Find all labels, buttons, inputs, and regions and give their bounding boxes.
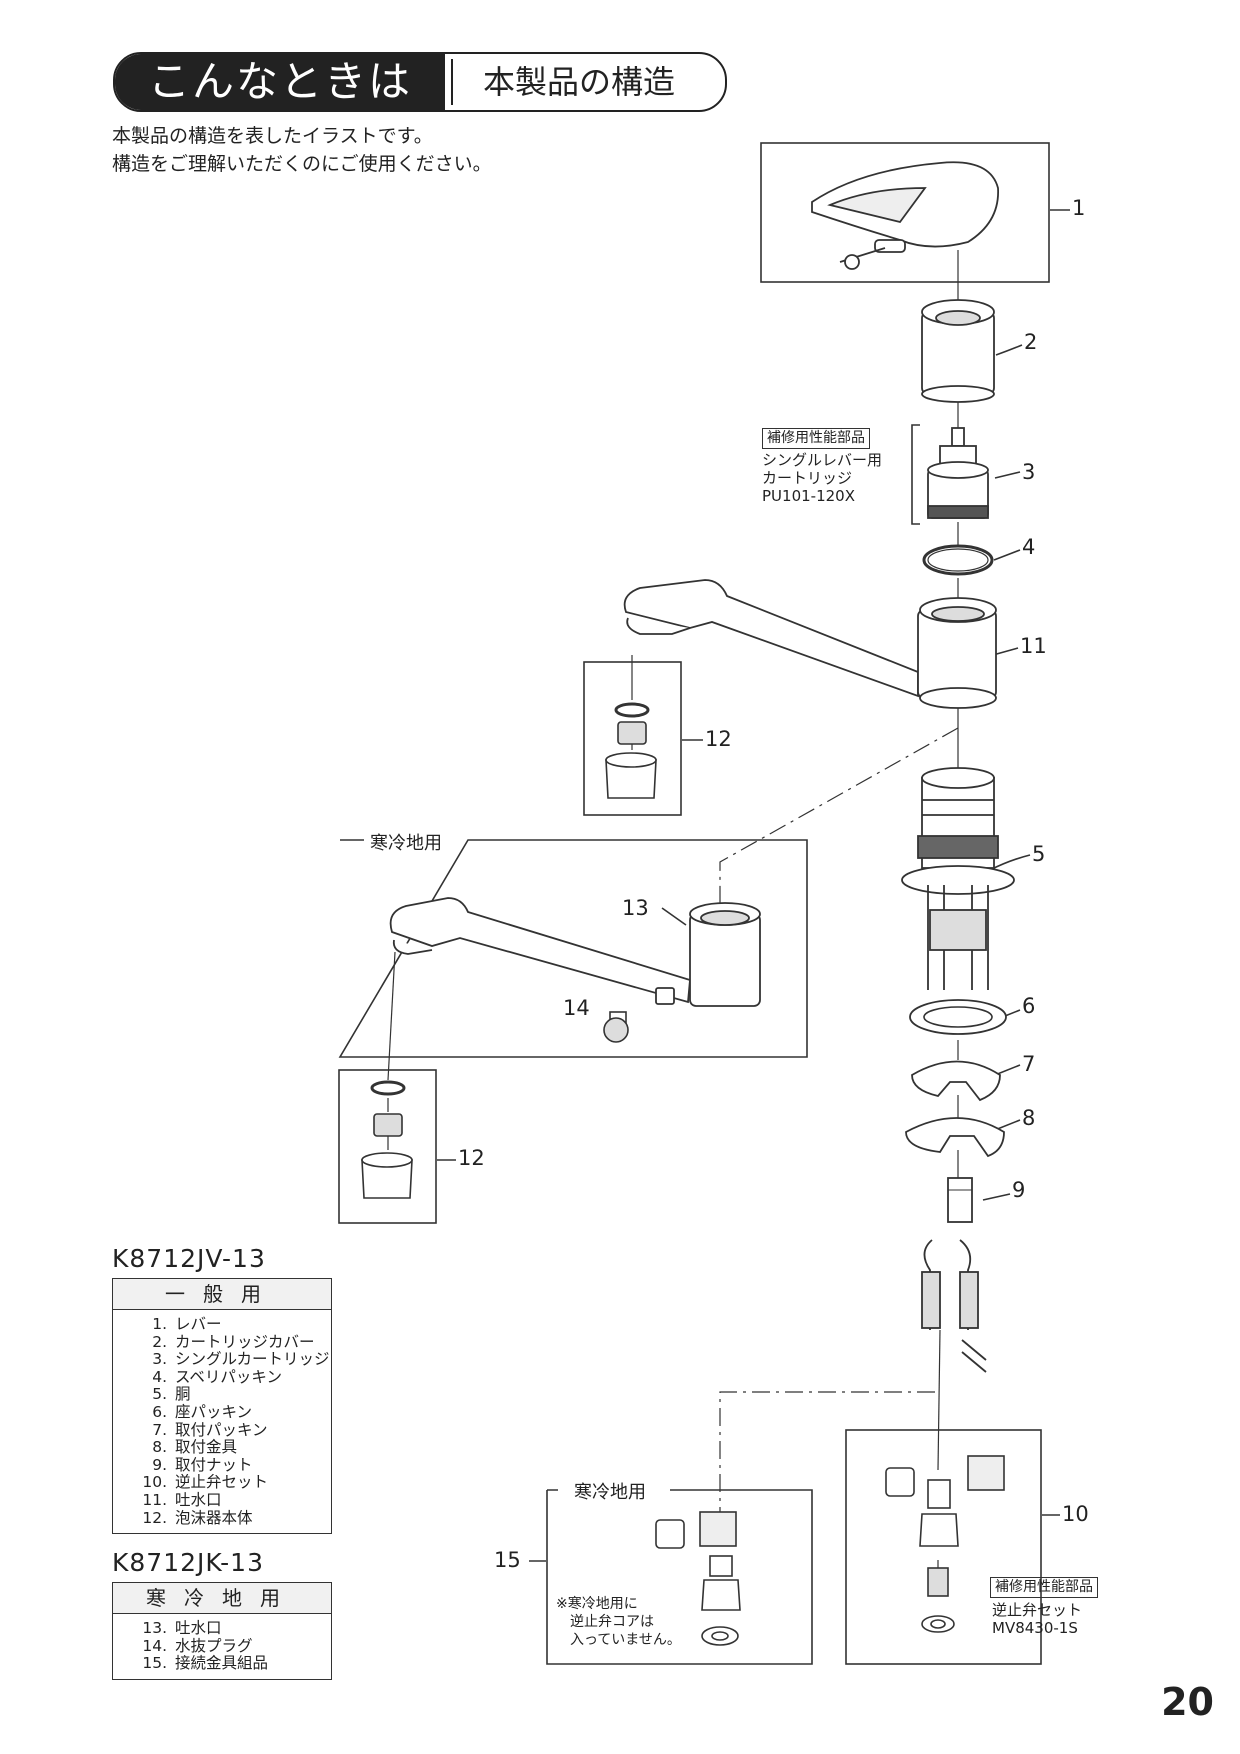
part-number-10: 10 xyxy=(1062,1502,1089,1526)
part-number-6: 6 xyxy=(1022,994,1036,1018)
cold-note-3: 入っていません。 xyxy=(570,1632,681,1648)
list-item: 5.胴 xyxy=(152,1385,191,1404)
list-item: 2.カートリッジカバー xyxy=(152,1332,315,1351)
part-number-3: 3 xyxy=(1022,460,1036,484)
cold-parts-list: 13.吐水口 14.水抜プラグ 15.接続金具組品 xyxy=(113,1614,331,1679)
part-number-5: 5 xyxy=(1032,842,1046,866)
section-title-dark: こんなときは xyxy=(115,54,445,110)
list-item: 12.泡沫器本体 xyxy=(142,1508,253,1527)
cartridge-desc-2: カートリッジ xyxy=(762,469,853,487)
cold-spout-box-label: 寒冷地用 xyxy=(366,829,446,855)
part-number-1: 1 xyxy=(1072,196,1086,220)
aerator-frame-2 xyxy=(338,1069,437,1224)
list-item: 13.吐水口 xyxy=(142,1619,222,1637)
list-item: 8.取付金具 xyxy=(152,1438,238,1457)
list-item: 15.接続金具組品 xyxy=(142,1654,269,1673)
list-item: 7.取付パッキン xyxy=(152,1420,268,1439)
header-divider xyxy=(451,59,453,105)
cartridge-repair-tag: 補修用性能部品 xyxy=(762,428,870,449)
page-number: 20 xyxy=(1161,1680,1214,1724)
list-item: 14.水抜プラグ xyxy=(142,1636,253,1655)
list-item: 10.逆止弁セット xyxy=(142,1473,269,1492)
cold-parts-table: 寒冷地用 13.吐水口 14.水抜プラグ 15.接続金具組品 xyxy=(112,1582,332,1680)
part-number-12b: 12 xyxy=(458,1146,485,1170)
valve-repair-tag: 補修用性能部品 xyxy=(990,1577,1098,1598)
general-parts-table: 一般用 1.レバー 2.カートリッジカバー 3.シングルカートリッジ 4.スベリ… xyxy=(112,1278,332,1535)
section-header: こんなときは 本製品の構造 xyxy=(113,52,727,112)
part-number-14: 14 xyxy=(563,996,590,1020)
list-item: 4.スベリパッキン xyxy=(152,1367,282,1386)
intro-text: 本製品の構造を表したイラストです。 構造をご理解いただくのにご使用ください。 xyxy=(112,122,492,178)
cold-note-1: ※寒冷地用に xyxy=(556,1596,638,1612)
general-model-number: K8712JV-13 xyxy=(112,1244,266,1273)
part-number-13: 13 xyxy=(622,896,649,920)
cold-valve-box-label: 寒冷地用 xyxy=(570,1478,650,1504)
list-item: 1.レバー xyxy=(152,1315,222,1333)
part-number-9: 9 xyxy=(1012,1178,1026,1202)
general-parts-heading: 一般用 xyxy=(113,1279,331,1310)
cold-parts-heading: 寒冷地用 xyxy=(113,1583,331,1614)
cold-valve-frame xyxy=(546,1489,813,1665)
cold-note-2: 逆止弁コアは xyxy=(570,1614,654,1630)
part-number-11: 11 xyxy=(1020,634,1047,658)
part-number-8: 8 xyxy=(1022,1106,1036,1130)
list-item: 9.取付ナット xyxy=(152,1455,253,1474)
check-valve-frame xyxy=(845,1429,1042,1665)
part-number-4: 4 xyxy=(1022,535,1036,559)
list-item: 6.座パッキン xyxy=(152,1402,253,1421)
list-item: 11.吐水口 xyxy=(142,1490,222,1509)
valve-desc: 逆止弁セット xyxy=(992,1601,1083,1619)
lever-frame xyxy=(760,142,1050,283)
section-title-light: 本製品の構造 xyxy=(483,63,676,101)
list-item: 3.シングルカートリッジ xyxy=(152,1350,330,1369)
valve-code: MV8430-1S xyxy=(992,1619,1078,1637)
general-parts-list: 1.レバー 2.カートリッジカバー 3.シングルカートリッジ 4.スベリパッキン… xyxy=(113,1310,331,1533)
part-number-15: 15 xyxy=(494,1548,521,1572)
intro-line-1: 本製品の構造を表したイラストです。 xyxy=(112,125,433,147)
part-number-12a: 12 xyxy=(705,727,732,751)
part-number-2: 2 xyxy=(1024,330,1038,354)
cold-spout-frame xyxy=(338,839,808,1058)
cold-model-number: K8712JK-13 xyxy=(112,1548,264,1577)
cartridge-code: PU101-120X xyxy=(762,487,855,505)
intro-line-2: 構造をご理解いただくのにご使用ください。 xyxy=(112,153,492,175)
part-number-7: 7 xyxy=(1022,1052,1036,1076)
cartridge-desc-1: シングルレバー用 xyxy=(762,451,883,469)
